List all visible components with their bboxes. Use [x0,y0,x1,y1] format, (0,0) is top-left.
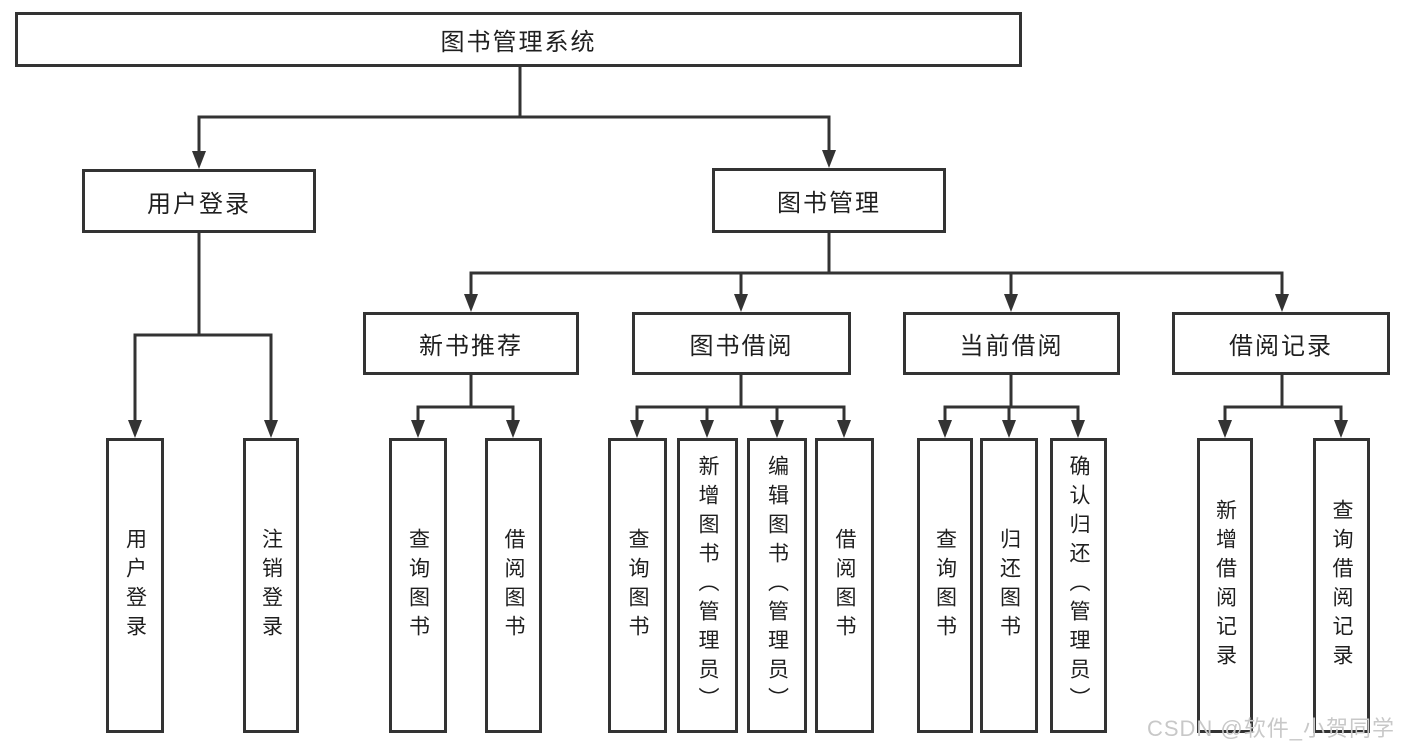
leaf-confirm-return-admin: 确认归还（管理员） [1050,438,1107,733]
leaf-add-books-admin: 新增图书（管理员） [677,438,738,733]
leaf-borrow-books: 借阅图书 [815,438,874,733]
connector-new-book-recommendation-to-leaves [411,373,520,438]
leaf-query-books-borrowing: 查询图书 [608,438,667,733]
node-user-login: 用户登录 [82,169,316,233]
connector-root-to-level2 [192,65,836,169]
node-current-borrowing: 当前借阅 [903,312,1120,375]
connector-current-borrowing-to-leaves [938,373,1085,438]
node-library-management-system: 图书管理系统 [15,12,1022,67]
leaf-borrow-books-recommendation: 借阅图书 [485,438,542,733]
node-book-management: 图书管理 [712,168,946,233]
node-new-book-recommendation: 新书推荐 [363,312,579,375]
connector-book-management-to-level3 [464,231,1289,312]
node-borrowing-records: 借阅记录 [1172,312,1390,375]
leaf-edit-books-admin: 编辑图书（管理员） [747,438,807,733]
csdn-watermark: CSDN @软件_小贺同学 [1146,716,1395,741]
leaf-query-books-recommendation: 查询图书 [389,438,447,733]
connector-user-login-to-leaves [128,231,278,438]
leaf-query-books-current: 查询图书 [917,438,973,733]
leaf-return-books: 归还图书 [980,438,1038,733]
leaf-add-borrowing-record: 新增借阅记录 [1197,438,1253,733]
leaf-user-login: 用户登录 [106,438,164,733]
leaf-query-borrowing-record: 查询借阅记录 [1313,438,1370,733]
connector-borrowing-records-to-leaves [1218,373,1348,438]
connector-book-borrowing-to-leaves [630,373,851,438]
leaf-logout: 注销登录 [243,438,299,733]
node-book-borrowing: 图书借阅 [632,312,851,375]
